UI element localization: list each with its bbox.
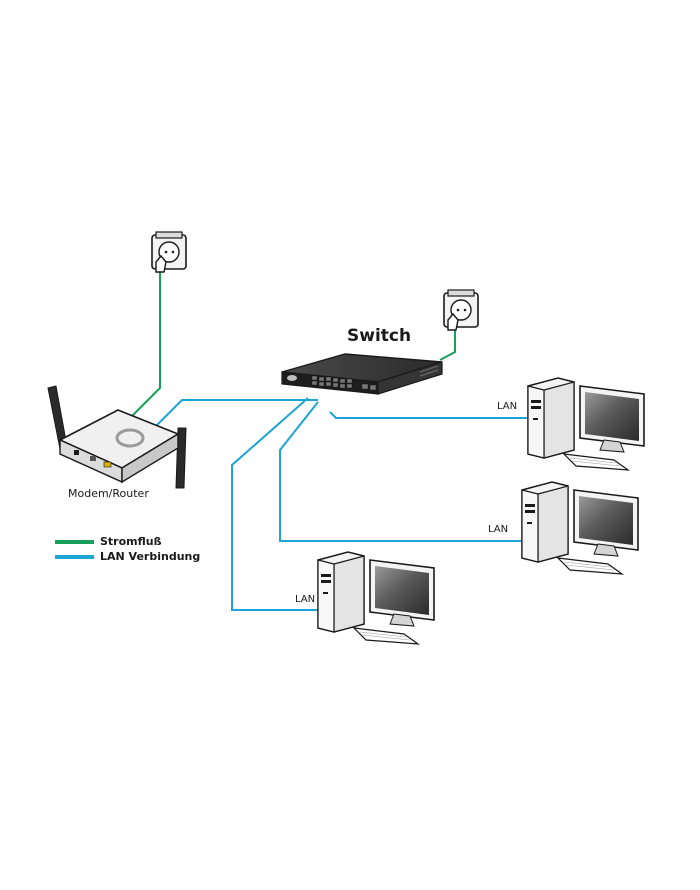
desktop-computer-1: [527, 377, 645, 471]
legend-item-power: Stromfluß: [55, 534, 200, 549]
lan-label-1: LAN: [497, 401, 518, 412]
lan-label-3: LAN: [295, 594, 316, 605]
legend-label-power: Stromfluß: [100, 535, 162, 548]
lan-line-switch-pc3: [231, 397, 318, 611]
lan-label-2: LAN: [488, 524, 509, 535]
lan-line-switch-pc2: [279, 401, 522, 542]
lan-line-switch-pc1: [329, 411, 528, 419]
lan-line-router-switch: [151, 399, 318, 431]
desktop-computer-3: [317, 551, 435, 645]
desktop-computer-2: [521, 481, 639, 575]
router-label: Modem/Router: [68, 487, 149, 500]
lan-lines: [151, 397, 528, 611]
legend: Stromfluß LAN Verbindung: [55, 534, 200, 564]
power-socket-switch: [443, 289, 479, 331]
power-line-router: [131, 262, 161, 417]
legend-swatch-power: [55, 539, 94, 544]
legend-swatch-lan: [55, 554, 94, 559]
router-device: [47, 385, 187, 489]
legend-label-lan: LAN Verbindung: [100, 550, 201, 563]
legend-item-lan: LAN Verbindung: [55, 549, 200, 564]
network-switch: [281, 353, 443, 395]
switch-label: Switch: [347, 326, 412, 346]
power-socket-router: [151, 231, 187, 273]
